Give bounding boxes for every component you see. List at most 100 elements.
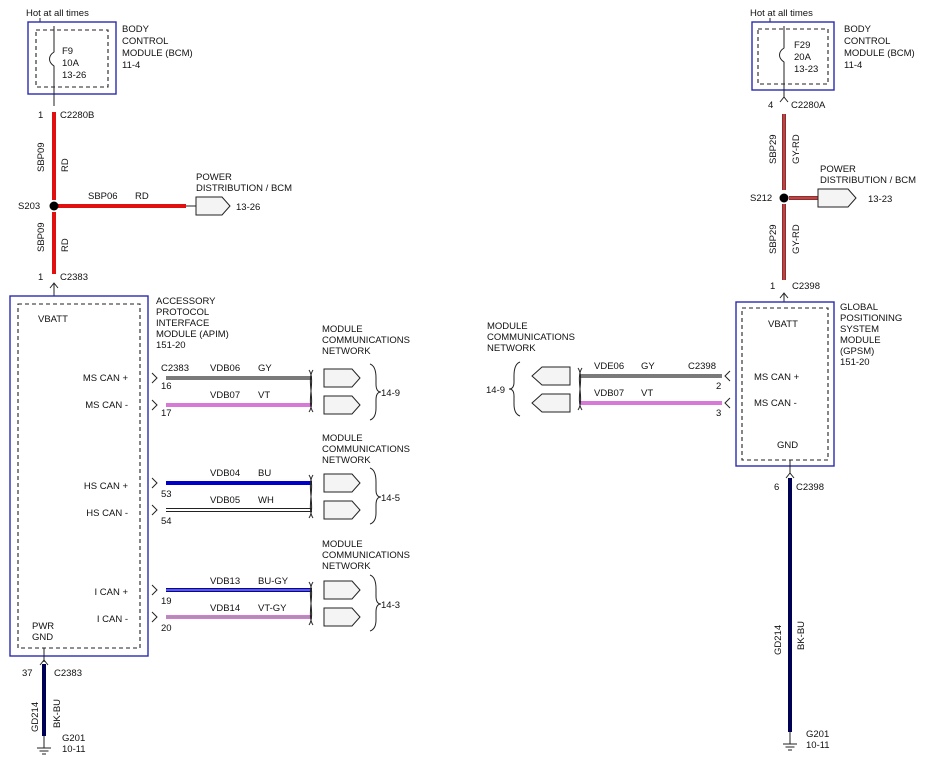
- gpsm-label-2: POSITIONING: [840, 313, 902, 324]
- pd-label-2: DISTRIBUTION / BCM: [820, 175, 916, 186]
- pin-connector: C2398: [688, 361, 716, 372]
- mcn-label-2: COMMUNICATIONS: [487, 332, 575, 343]
- splice-s212: [779, 193, 789, 203]
- pin-label-i-can-minus: I CAN -: [97, 614, 128, 625]
- brace-14-5: [369, 467, 382, 525]
- wire-color: VT-GY: [258, 603, 287, 614]
- pin-number: 53: [161, 489, 172, 500]
- pin-number: 19: [161, 596, 172, 607]
- network-connector: [323, 473, 361, 493]
- gnd-connector-arrow: [39, 659, 49, 666]
- pd-ref: 13-23: [868, 194, 892, 205]
- wire-sbp29-lower-circuit: SBP29: [768, 224, 779, 254]
- pin-number: 17: [161, 408, 172, 419]
- wire-gd214-circuit: GD214: [30, 702, 41, 732]
- bcm-label-1: BODY: [122, 24, 150, 35]
- fuse-name: F29: [794, 40, 810, 51]
- pin-label-ms-can-plus: MS CAN +: [754, 372, 800, 383]
- twist-mark: [308, 369, 314, 413]
- pin-arrow: [151, 504, 158, 516]
- apim-label-1: ACCESSORY: [156, 296, 216, 307]
- splice-s212-label: S212: [750, 193, 772, 204]
- wire-circuit: VDB07: [594, 388, 624, 399]
- gpsm-pin: 1: [770, 281, 775, 292]
- network-connector: [531, 366, 571, 386]
- gpsm-box: [735, 301, 835, 467]
- wire-color: BU: [258, 468, 271, 479]
- gnd-pin: 37: [22, 668, 33, 679]
- wire-color: GY: [258, 363, 272, 374]
- wire-circuit: VDB04: [210, 468, 240, 479]
- bcm-inner-dash: [757, 28, 829, 85]
- wire-circuit: VDB06: [210, 363, 240, 374]
- top-connector-arrow: [779, 96, 789, 103]
- pin-arrow: [724, 397, 731, 409]
- mcn-2-label-2: COMMUNICATIONS: [322, 444, 410, 455]
- mcn-1-label-2: COMMUNICATIONS: [322, 335, 410, 346]
- wire-sbp09-upper-circuit: SBP09: [36, 142, 47, 172]
- brace-14-9: [508, 361, 521, 417]
- wire-gd214-color: BK-BU: [796, 621, 807, 650]
- pin-label-ms-can-minus: MS CAN -: [85, 400, 128, 411]
- pin-arrow: [151, 611, 158, 623]
- pin-arrow: [151, 399, 158, 411]
- mcn-ref: 14-9: [486, 385, 505, 396]
- pd-label-2: DISTRIBUTION / BCM: [196, 183, 292, 194]
- wire-sbp29-upper-color: GY-RD: [791, 134, 802, 164]
- top-connector: C2280B: [60, 110, 94, 121]
- mcn-3-label-2: COMMUNICATIONS: [322, 550, 410, 561]
- gpsm-label-3: SYSTEM: [840, 324, 879, 335]
- network-connector: [323, 395, 361, 415]
- bcm-label-3: MODULE (BCM): [844, 48, 915, 59]
- pin-label-ms-can-minus: MS CAN -: [754, 398, 797, 409]
- bcm-box: [27, 21, 117, 95]
- ground-icon: [783, 743, 797, 751]
- wire-gd214-color: BK-BU: [52, 699, 63, 728]
- gnd-connector-arrow: [785, 472, 795, 479]
- bcm-label-1: BODY: [844, 24, 872, 35]
- splice-s203-label: S203: [18, 201, 40, 212]
- pd-ref: 13-26: [236, 202, 260, 213]
- mcn-3-label-1: MODULE: [322, 539, 363, 550]
- ground-icon: [37, 747, 51, 755]
- twist-mark: [308, 581, 314, 626]
- gpsm-label-6: 151-20: [840, 357, 870, 368]
- pin-label-ms-can-plus: MS CAN +: [83, 373, 129, 384]
- mcn-3-label-3: NETWORK: [322, 561, 371, 572]
- mcn-1-label-3: NETWORK: [322, 346, 371, 357]
- bcm-label-4: 11-4: [844, 60, 862, 71]
- mcn-1-ref: 14-9: [381, 388, 400, 399]
- pin-number: 2: [716, 381, 721, 392]
- wire-gd214-circuit: GD214: [773, 625, 784, 655]
- wire-circuit: VDB14: [210, 603, 240, 614]
- wire-color: VT: [641, 388, 653, 399]
- mcn-2-label-3: NETWORK: [322, 455, 371, 466]
- hot-at-all-times-label: Hot at all times: [750, 8, 813, 19]
- bcm-label-3: MODULE (BCM): [122, 48, 193, 59]
- ground-ref: 10-11: [806, 740, 830, 751]
- bcm-label-2: CONTROL: [122, 36, 168, 47]
- twisted-pair-marks: [308, 369, 314, 626]
- wire-circuit: VDB05: [210, 495, 240, 506]
- wire-color: VT: [258, 390, 270, 401]
- hot-at-all-times-label: Hot at all times: [26, 8, 89, 19]
- wire-sbp09-lower-color: RD: [60, 238, 71, 252]
- gnd-connector: C2383: [54, 668, 82, 679]
- gpsm-connector: C2398: [792, 281, 820, 292]
- pin-arrow: [151, 477, 158, 489]
- gpsm-label-5: (GPSM): [840, 346, 874, 357]
- wire-sbp06-circuit: SBP06: [88, 191, 118, 202]
- gpsm-label-1: GLOBAL: [840, 302, 878, 313]
- brace-14-9: [369, 363, 382, 421]
- fuse-ref: 13-26: [62, 70, 86, 81]
- apim-gnd: GND: [32, 632, 53, 643]
- apim-vbatt: VBATT: [38, 314, 68, 325]
- pin-connector: C2383: [161, 363, 189, 374]
- gnd-connector: C2398: [796, 482, 824, 493]
- network-connector: [323, 607, 361, 627]
- twisted-pair-marks: [577, 367, 583, 411]
- network-connector: [323, 500, 361, 520]
- ground-ref: 10-11: [62, 744, 86, 755]
- mcn-1-label-1: MODULE: [322, 324, 363, 335]
- wire-sbp29-upper-circuit: SBP29: [768, 134, 779, 164]
